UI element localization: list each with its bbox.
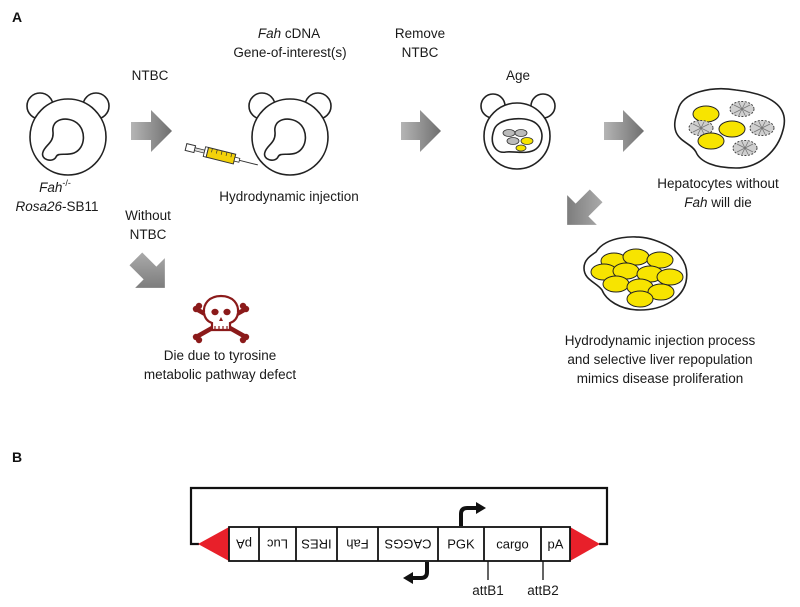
arrow-3 xyxy=(604,110,644,152)
attb2-label: attB2 xyxy=(527,583,559,598)
skull-crossbones-icon xyxy=(192,294,250,344)
hydrodynamic-injection-label: Hydrodynamic injection xyxy=(219,189,359,204)
cdna-label: Fah cDNA xyxy=(258,26,320,41)
gene-of-interest-label: Gene-of-interest(s) xyxy=(233,45,346,60)
segment-ires-reverse: IRES xyxy=(301,537,332,552)
segment-caggs-reverse: CAGGS xyxy=(384,537,431,552)
remove-ntbc-line2: NTBC xyxy=(402,45,439,60)
liver-mixed xyxy=(673,88,786,169)
arrow-4 xyxy=(567,189,603,225)
mouse-2 xyxy=(248,92,332,176)
caggs-promoter-arrow-icon xyxy=(403,562,429,584)
arrow-5 xyxy=(129,252,165,288)
die-line1: Die due to tyrosine xyxy=(164,348,277,363)
segment-pgk: PGK xyxy=(447,537,475,552)
panel-a-label: A xyxy=(12,9,22,25)
segment-fah-reverse: Fah xyxy=(346,537,368,552)
segment-dividers xyxy=(258,527,542,561)
segment-cargo: cargo xyxy=(496,537,529,552)
mouse-1 xyxy=(26,92,110,176)
cassette-box xyxy=(228,526,571,562)
attb1-label: attB1 xyxy=(472,583,504,598)
ntbc-label: NTBC xyxy=(132,68,169,83)
mouse-genotype: Fah-/- xyxy=(39,178,71,195)
segment-pa-forward: pA xyxy=(548,537,564,552)
plasmid-backbone xyxy=(189,486,609,546)
arrow-1 xyxy=(131,110,172,152)
age-label: Age xyxy=(506,68,530,83)
arrow-2 xyxy=(401,110,441,152)
remove-ntbc-line1: Remove xyxy=(395,26,445,41)
mouse-3-liver-cells xyxy=(502,129,534,152)
segment-pa-reverse: pA xyxy=(236,537,252,552)
pgk-promoter-arrow-icon xyxy=(459,502,486,526)
segment-luc-reverse: Luc xyxy=(267,537,288,552)
left-terminal-repeat xyxy=(198,527,229,561)
without-ntbc-line2: NTBC xyxy=(130,227,167,242)
repop-line1: Hydrodynamic injection process xyxy=(565,333,756,348)
repop-line3: mimics disease proliferation xyxy=(577,371,744,386)
panel-b-label: B xyxy=(12,449,22,465)
hepatocytes-line2: Fah will die xyxy=(684,195,752,210)
repop-line2: and selective liver repopulation xyxy=(567,352,752,367)
right-terminal-repeat xyxy=(570,527,600,561)
hepatocytes-line1: Hepatocytes without xyxy=(657,176,779,191)
syringe-icon xyxy=(184,142,258,166)
liver-repopulated xyxy=(583,236,688,311)
without-ntbc-line1: Without xyxy=(125,208,171,223)
die-line2: metabolic pathway defect xyxy=(144,367,297,382)
mouse-strain: Rosa26-SB11 xyxy=(15,199,98,214)
